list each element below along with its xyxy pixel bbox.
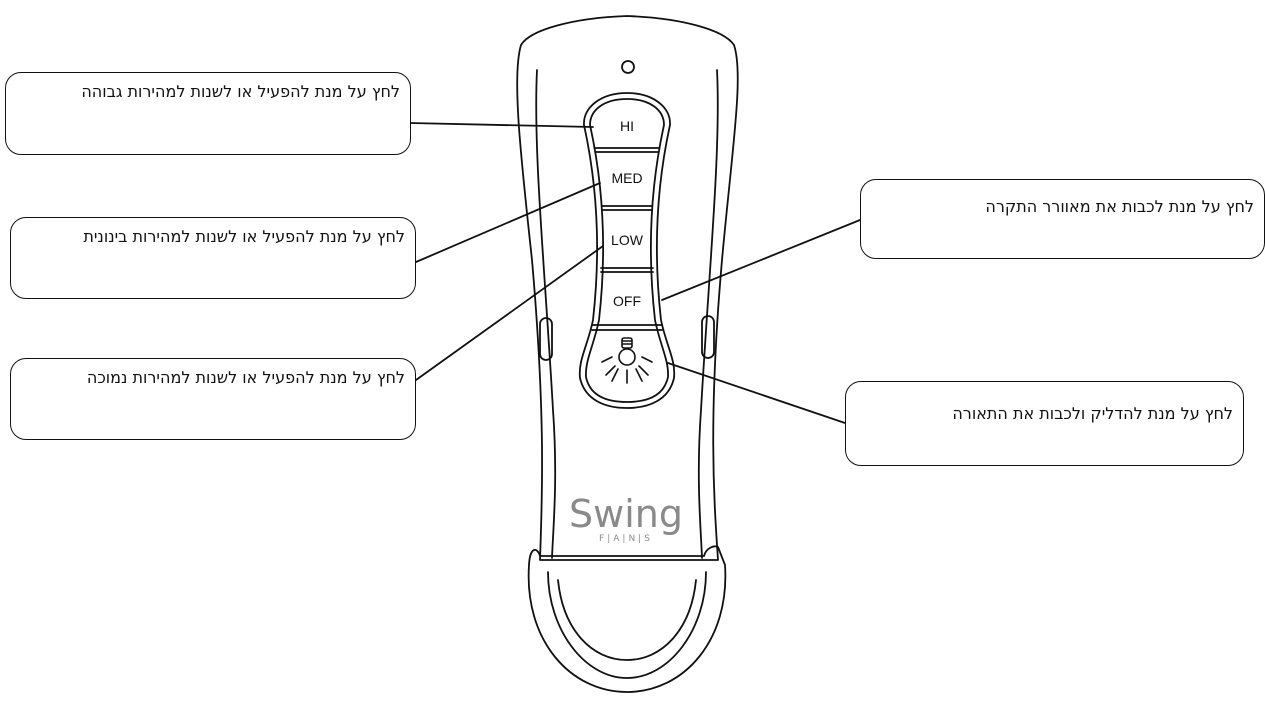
leader-line-hi [409,122,594,128]
callout-light: לחץ על מנת להדליק ולכבות את התאורה [845,381,1244,466]
leader-line-off [661,219,861,301]
remote-body-outline [516,15,739,561]
remote-clip-inner [547,571,707,679]
light-bulb-icon [601,337,653,384]
remote-body-inner-line-right [697,69,719,559]
callout-med-text: לחץ על מנת להפעיל או לשנות למהירות בינונ… [83,227,405,246]
off-button-label[interactable]: OFF [613,293,641,309]
leader-line-light [667,362,846,424]
callout-low-text: לחץ על מנת להפעיל או לשנות למהירות נמוכה [86,368,405,387]
leader-line-med [415,182,601,263]
button-pad-outline [578,92,676,409]
remote-clip-outer [527,545,727,693]
side-button-left [539,317,553,361]
callout-hi: לחץ על מנת להפעיל או לשנות למהירות גבוהה [5,72,411,155]
button-pad-inner [585,98,669,403]
leader-line-low [415,245,604,381]
callout-off: לחץ על מנת לכבות את מאוורר התקרה [860,179,1265,259]
callout-hi-text: לחץ על מנת להפעיל או לשנות למהירות גבוהה [81,82,400,101]
led-indicator [621,60,635,74]
callout-low: לחץ על מנת להפעיל או לשנות למהירות נמוכה [10,358,416,440]
swing-logo: Swing [569,492,683,536]
callout-off-text: לחץ על מנת לכבות את מאוורר התקרה [985,197,1254,216]
remote-body-inner-line [535,69,557,559]
callout-med: לחץ על מנת להפעיל או לשנות למהירות בינונ… [10,217,416,299]
side-button-right [701,315,715,359]
low-button-label[interactable]: LOW [611,232,644,248]
fans-logo-subtext: F|A|N|S [599,534,653,544]
hi-button-label[interactable]: HI [620,118,634,134]
med-button-label[interactable]: MED [611,170,642,186]
remote-clip-inner-2 [557,579,697,661]
callout-light-text: לחץ על מנת להדליק ולכבות את התאורה [952,404,1233,423]
